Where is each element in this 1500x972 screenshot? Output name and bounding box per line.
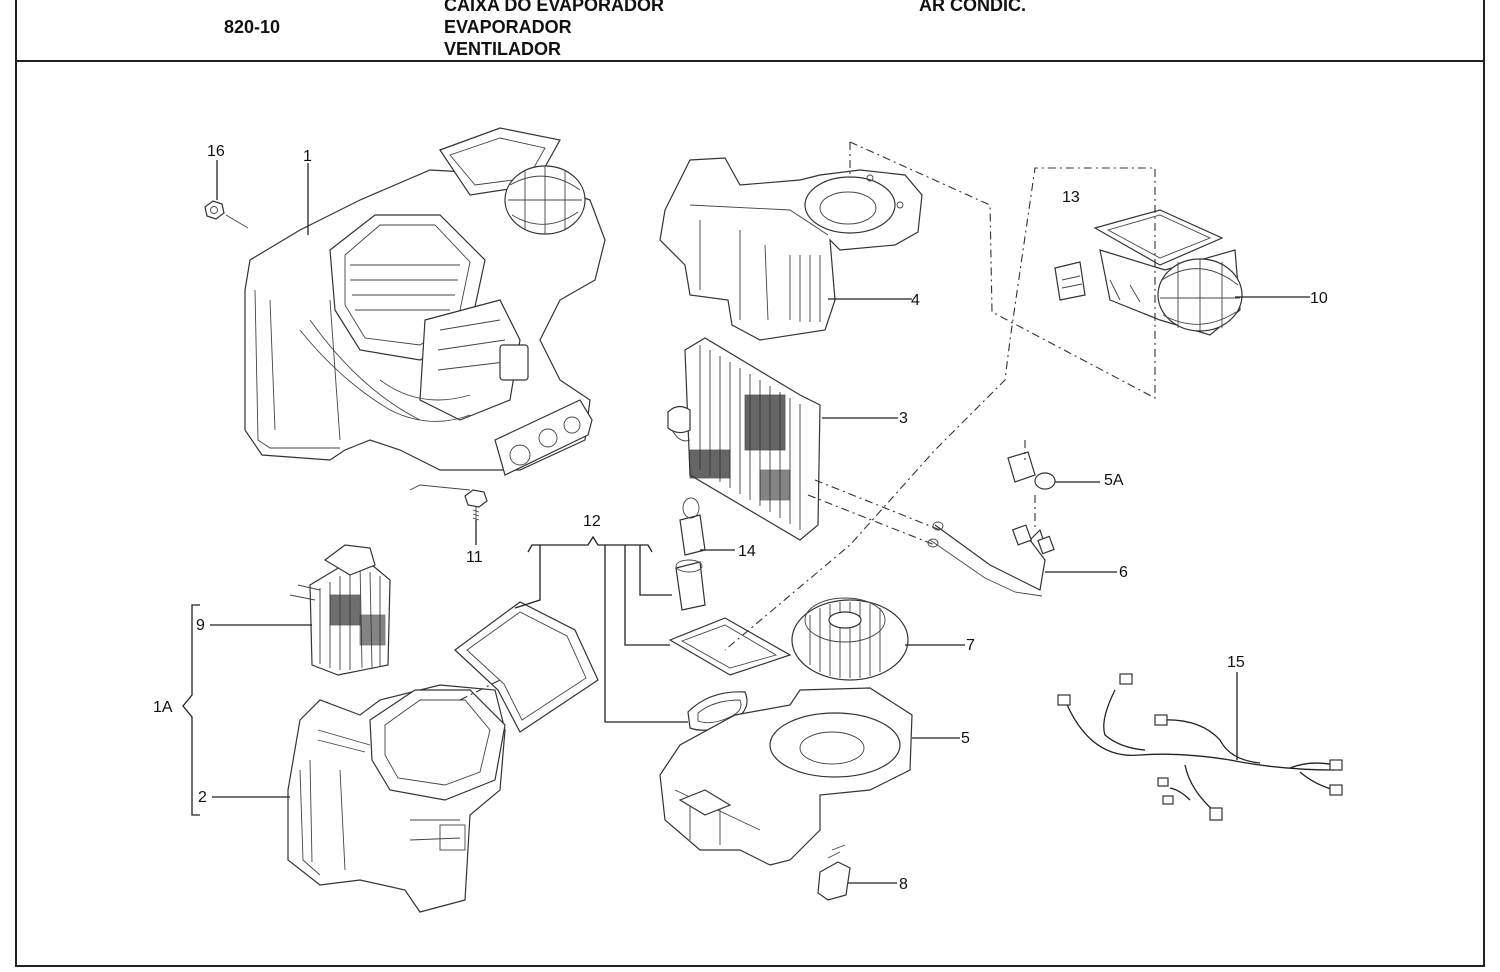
section-code: 820-10 (224, 17, 281, 37)
callout-5: 5 (961, 730, 970, 747)
leader-lines (182, 160, 1310, 884)
callout-15: 15 (1227, 654, 1245, 671)
part-13-resistor (1054, 261, 1086, 301)
callout-13: 13 (1062, 189, 1080, 206)
header-divider (15, 60, 1485, 62)
callout-labels: 16 1 4 3 13 10 5A 6 12 11 14 9 1A 2 7 5 … (153, 143, 1328, 893)
title-line-1: CAIXA DO EVAPORADOR (444, 0, 665, 15)
part-8-resistor (817, 844, 851, 901)
callout-2: 2 (198, 789, 207, 806)
callout-7: 7 (966, 637, 975, 654)
callout-5a: 5A (1104, 472, 1124, 489)
callout-9: 9 (196, 617, 205, 634)
callout-1a: 1A (153, 699, 173, 716)
part-3-evaporator-core (667, 337, 821, 541)
part-11-screw (464, 489, 488, 521)
callout-10: 10 (1310, 290, 1328, 307)
part-7-blower-motor (791, 597, 909, 681)
callout-11: 11 (466, 549, 483, 566)
part-2-evaporator-housing (287, 684, 506, 913)
callout-8: 8 (899, 876, 908, 893)
part-5-blower-housing (659, 687, 913, 866)
callout-16: 16 (207, 143, 225, 160)
part-12-seal-kit (454, 601, 792, 733)
title-line-3: VENTILADOR (444, 39, 561, 59)
part-14-expansion-valve (675, 497, 706, 611)
part-1-evaporator-housing-assembly (244, 127, 606, 491)
part-15-wiring-harness (1057, 673, 1343, 821)
part-6-refrigerant-lines (927, 521, 1055, 597)
alignment-lines (459, 141, 1156, 701)
part-5a-pressure-switch (1007, 451, 1056, 490)
callout-3: 3 (899, 410, 908, 427)
callout-6: 6 (1119, 564, 1128, 581)
part-9-heater-core (289, 544, 391, 676)
page-frame (15, 0, 1485, 967)
callout-1: 1 (303, 148, 312, 165)
title-line-2: EVAPORADOR (444, 17, 572, 37)
category-label: AR CONDIC. (919, 0, 1026, 15)
callout-12: 12 (583, 513, 601, 530)
section-titles: CAIXA DO EVAPORADOR EVAPORADOR VENTILADO… (444, 0, 664, 60)
part-16-nut (204, 200, 249, 229)
part-10-blower-assembly (1093, 209, 1243, 336)
part-4-upper-housing (659, 157, 923, 341)
callout-14: 14 (738, 543, 756, 560)
callout-4: 4 (911, 292, 920, 309)
